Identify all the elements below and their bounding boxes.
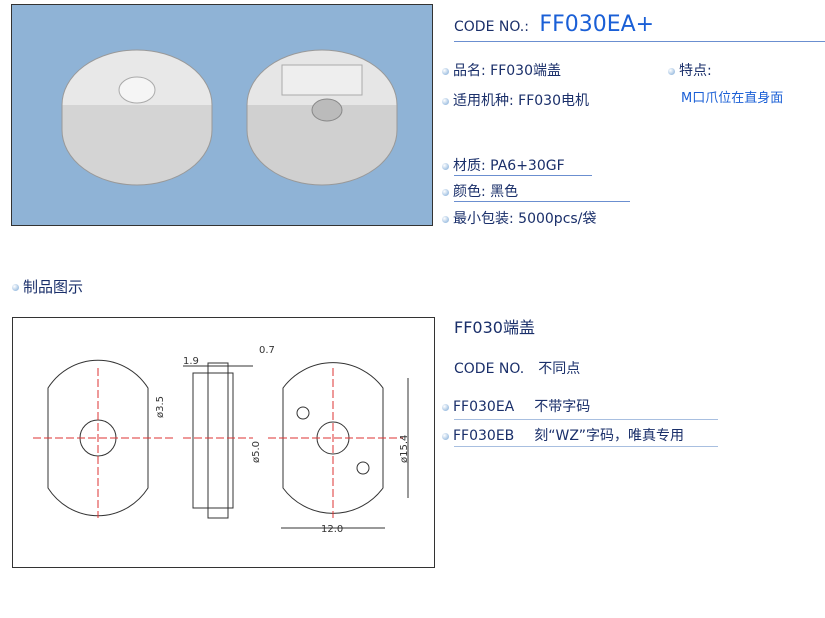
spec-color: 颜色: 黑色 [442,181,518,201]
spec-material: 材质: PA6+30GF [442,155,565,175]
dim-label: ø5.0 [251,441,262,463]
dim-label: 12.0 [321,524,343,535]
divider [454,175,592,176]
divider [454,41,825,42]
code-heading: CODE NO.: FF030EA+ [454,12,655,37]
divider [454,446,718,447]
spec-packaging: 最小包装: 5000pcs/袋 [442,208,596,228]
front-view [33,359,173,518]
feature-value: M口爪位在直身面 [681,91,784,106]
code-value: FF030EA+ [539,12,655,37]
dim-label: ø3.5 [155,396,166,418]
bullet-icon [442,215,449,223]
divider [454,419,718,420]
bullet-icon [442,162,449,170]
bullet-icon [442,97,449,105]
technical-drawing: 1.9 0.7 ø3.5 ø5.0 ø15.4 12.0 [12,317,435,568]
dim-label: 0.7 [259,345,275,356]
bullet-icon [12,284,19,291]
product-photo [11,4,433,226]
back-view [268,362,409,529]
bullet-icon [442,188,449,196]
side-view [183,362,253,519]
divider [454,201,630,202]
dim-label: ø15.4 [399,435,410,463]
product-render [61,49,398,186]
feature-label: 特点: [668,60,712,80]
bullet-icon [442,67,449,75]
dim-label: 1.9 [183,356,199,367]
bullet-icon [442,432,449,440]
variants-header: CODE NO.不同点 [454,361,581,377]
spec-model: 适用机种: FF030电机 [442,90,589,110]
section-title: 制品图示 [12,276,83,297]
bullet-icon [442,403,449,411]
variants-title: FF030端盖 [454,318,535,337]
bullet-icon [668,67,675,75]
spec-name: 品名: FF030端盖 [442,60,561,80]
